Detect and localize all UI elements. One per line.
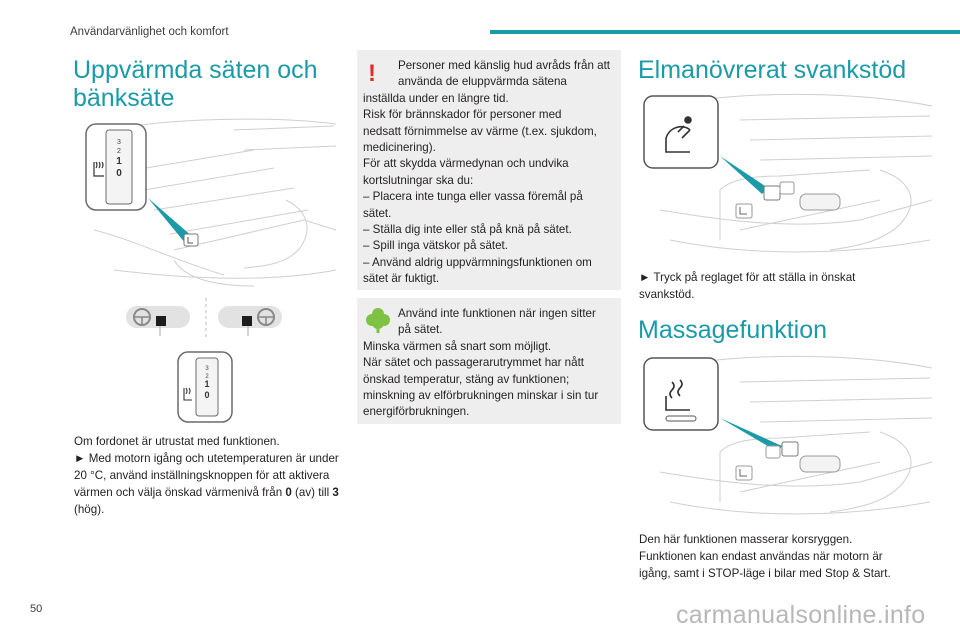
warning-line: För att skydda värmedynan och undvika [363,157,569,171]
heated-seats-title: Uppvärmda säten och bänksäte [73,56,318,112]
warning-line: – Placera inte tunga eller vassa föremål… [363,190,583,204]
massage-icon [665,379,690,411]
p2-level-max: 3 [332,486,339,499]
p2-level-min: 0 [285,486,292,499]
warning-line: medicinering). [363,141,436,155]
switch-label-2: 2 [117,148,121,155]
massage-title: Massagefunktion [638,316,828,344]
switch-label-0: 0 [116,168,122,179]
p2-text-b: (av) till [291,486,333,499]
lumbar-switch-icon-box [643,95,719,169]
drive-side-indicators [126,298,282,338]
warning-line: Personer med känslig hud avråds från att [398,59,611,72]
massage-switch-icon-box [643,357,719,431]
massage-indicator-light [665,415,697,422]
massage-line: igång, samt i STOP-läge i bilar med Stop… [639,567,891,580]
heated-seats-body: Om fordonet är utrustat med funktionen. … [74,433,346,518]
eco-text: Använd inte funktionen när ingen sitter … [363,306,615,421]
heated-seat-illustration: 3 2 1 0 [85,118,337,287]
massage-line: Den här funktionen masserar korsryggen. [639,533,853,546]
page-number: 50 [30,603,43,615]
eco-line: När sätet och passagerarutrymmet har nåt… [363,356,585,370]
warning-line: inställda under en längre tid. [363,91,509,105]
heated-seats-title-line1: Uppvärmda säten och [73,56,318,84]
seat-heating-icon [93,161,104,177]
lumbar-title: Elmanövrerat svankstöd [638,56,907,84]
header-accent-bar [490,30,960,34]
warning-line: kortslutningar ska du: [363,173,474,187]
warning-icon: ! [368,60,376,87]
lumbar-instruction-line2: svankstöd. [639,288,695,301]
lumbar-illustration [643,93,933,253]
p2-text-c: (hög). [74,503,105,516]
switch-label-3: 3 [117,139,121,146]
warning-line: nedsatt förnimmelse av värme (t.ex. sjuk… [363,124,597,138]
warning-line: använda de eluppvärmda sätena [398,75,567,89]
pointer-arrow [148,198,194,244]
warning-line: – Spill inga vätskor på sätet. [363,239,509,253]
switch-label-0: 0 [204,390,209,400]
switch-label-1: 1 [116,156,122,167]
eco-tip-box: Använd inte funktionen när ingen sitter … [357,298,621,424]
right-hand-drive-indicator [218,306,282,336]
warning-box: ! Personer med känslig hud avråds från a… [357,50,621,290]
eco-line: Minska värmen så snart som möjligt. [363,339,552,353]
heated-seats-paragraph-1: Om fordonet är utrustat med funktionen. [74,435,280,448]
eco-line: på sätet. [398,323,443,337]
eco-line: önskad temperatur, stäng av funktionen; [363,372,570,386]
switch-label-2: 2 [205,374,209,380]
seat-heating-icon [183,387,192,401]
eco-line: Använd inte funktionen när ingen sitter [398,307,596,320]
p2-text-a: ► Med motorn igång och utetemperaturen ä… [74,452,339,499]
massage-switch-detail [735,441,841,481]
seat-heating-switch-large: 3 2 1 0 [85,123,147,211]
warning-line: – Använd aldrig uppvärmningsfunktionen o… [363,255,592,269]
lumbar-support-icon [665,116,692,153]
seat-switch-detail [183,233,199,247]
left-hand-drive-indicator [126,306,190,336]
lumbar-instruction: ► Tryck på reglaget för att ställa in ön… [639,269,929,303]
lumbar-switch-detail [735,181,841,219]
warning-line: sätet. [363,206,392,220]
heated-seats-title-line2: bänksäte [73,84,175,112]
warning-line: – Ställa dig inte eller stå på knä på sä… [363,223,572,237]
warning-text: Personer med känslig hud avråds från att… [363,58,615,288]
warning-line: sätet är fuktigt. [363,272,440,286]
massage-description: Den här funktionen masserar korsryggen. … [639,531,939,582]
switch-label-3: 3 [205,366,209,372]
switch-label-1: 1 [204,379,209,389]
seat-heating-switch-small: 3 2 1 0 [177,351,233,423]
pointer-arrow [720,156,768,194]
eco-line: minskning av elförbrukningen minskar i s… [363,389,599,403]
warning-line: Risk för brännskador för personer med [363,108,562,122]
massage-line: Funktionen kan endast användas när motor… [639,550,883,563]
eco-tree-icon [366,308,390,333]
heated-seats-paragraph-2: ► Med motorn igång och utetemperaturen ä… [74,450,346,518]
eco-line: energiförbrukningen. [363,405,470,419]
header-section-title: Användarvänlighet och komfort [70,26,229,38]
massage-illustration [643,355,933,515]
lumbar-instruction-line1: ► Tryck på reglaget för att ställa in ön… [639,271,856,284]
pointer-arrow [720,418,782,452]
watermark: carmanualsonline.info [676,601,926,629]
